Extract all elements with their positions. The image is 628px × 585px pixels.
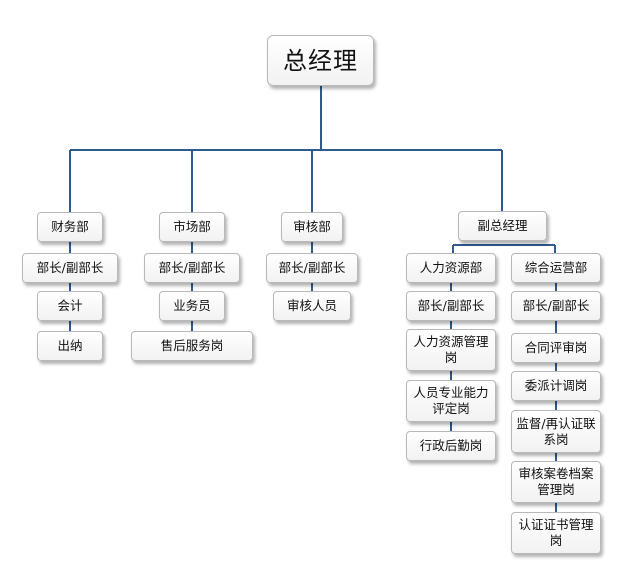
audit-dept-label: 审核部 [293,219,331,234]
deputy-manager-label: 副总经理 [477,218,528,233]
ops-dept-box[interactable]: 综合运营部 [511,253,601,283]
audit-dept-box[interactable]: 审核部 [281,212,343,242]
accountant-box[interactable]: 会计 [37,291,103,321]
audit-head-label: 部长/副部长 [278,260,346,275]
auditor-box[interactable]: 审核人员 [273,291,351,321]
cashier-label: 出纳 [57,338,83,353]
ops-head-box[interactable]: 部长/副部长 [511,291,601,321]
general-manager-label: 总经理 [283,46,358,75]
salesperson-box[interactable]: 业务员 [159,291,225,321]
after-sales-box[interactable]: 售后服务岗 [131,331,253,361]
general-manager-box[interactable]: 总经理 [267,35,374,86]
admin-logistics-box[interactable]: 行政后勤岗 [406,431,496,461]
archive-label: 审核案卷档案管理岗 [518,466,594,497]
cashier-box[interactable]: 出纳 [37,331,103,361]
hr-head-box[interactable]: 部长/副部长 [406,291,496,321]
finance-head-box[interactable]: 部长/副部长 [22,253,118,283]
market-dept-box[interactable]: 市场部 [159,212,225,242]
market-head-box[interactable]: 部长/副部长 [144,253,240,283]
finance-dept-box[interactable]: 财务部 [37,212,103,242]
ops-dept-label: 综合运营部 [524,260,588,275]
salesperson-label: 业务员 [173,298,211,313]
deputy-manager-box[interactable]: 副总经理 [458,211,547,241]
contract-review-box[interactable]: 合同评审岗 [511,333,601,363]
audit-head-box[interactable]: 部长/副部长 [266,253,358,283]
competence-eval-label: 人员专业能力评定岗 [413,385,489,416]
certificate-box[interactable]: 认证证书管理岗 [511,512,601,554]
finance-head-label: 部长/副部长 [36,260,104,275]
finance-dept-label: 财务部 [51,219,89,234]
archive-box[interactable]: 审核案卷档案管理岗 [511,461,601,503]
admin-logistics-label: 行政后勤岗 [419,438,483,453]
market-dept-label: 市场部 [173,219,211,234]
hr-dept-label: 人力资源部 [419,260,483,275]
dispatch-box[interactable]: 委派计调岗 [511,371,601,401]
market-head-label: 部长/副部长 [158,260,226,275]
accountant-label: 会计 [57,298,83,313]
supervision-box[interactable]: 监督/再认证联系岗 [511,410,601,453]
contract-review-label: 合同评审岗 [524,340,588,355]
hr-head-label: 部长/副部长 [417,298,485,313]
hr-management-box[interactable]: 人力资源管理岗 [406,329,496,371]
ops-head-label: 部长/副部长 [522,298,590,313]
after-sales-label: 售后服务岗 [160,338,224,353]
dispatch-label: 委派计调岗 [524,378,588,393]
auditor-label: 审核人员 [286,298,337,313]
certificate-label: 认证证书管理岗 [518,517,594,548]
competence-eval-box[interactable]: 人员专业能力评定岗 [406,380,496,422]
hr-management-label: 人力资源管理岗 [413,334,489,365]
hr-dept-box[interactable]: 人力资源部 [406,253,496,283]
supervision-label: 监督/再认证联系岗 [516,415,596,447]
